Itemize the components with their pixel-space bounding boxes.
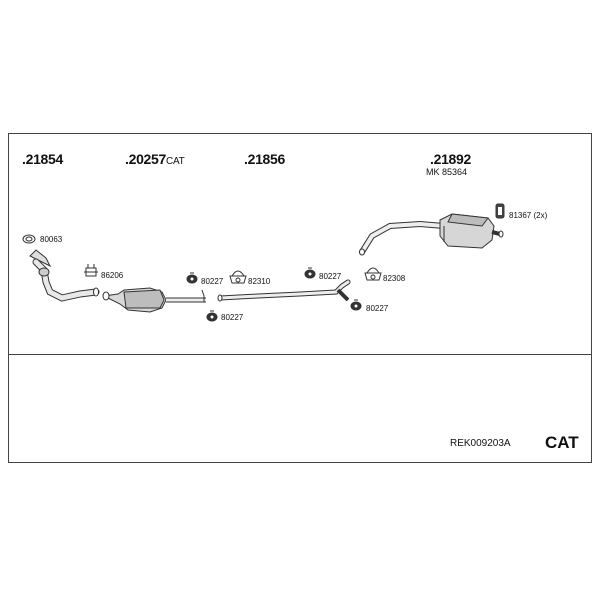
part-label-80227-b: 80227: [221, 313, 244, 322]
group-number-21892: .21892: [430, 151, 472, 167]
rubber-hanger-80227-c-icon: [304, 267, 316, 279]
part-label-80227-c: 80227: [319, 272, 342, 281]
rubber-mount-81367-icon: [495, 203, 505, 219]
clamp-82308-icon: [364, 267, 382, 281]
hanger-bracket: [201, 289, 205, 302]
clamp-82310-icon: [229, 270, 247, 284]
part-label-82310: 82310: [248, 277, 271, 286]
clamp-86206-icon: [84, 264, 98, 277]
front-pipe-21854: [29, 249, 100, 302]
part-label-80227-d: 80227: [366, 304, 389, 313]
rubber-hanger-80227-b-icon: [206, 310, 218, 322]
catalytic-converter-20257: [102, 287, 206, 313]
rubber-hanger-80227-a-icon: [186, 272, 198, 284]
part-label-80063: 80063: [40, 235, 63, 244]
rubber-hanger-80227-d-icon: [350, 299, 362, 311]
group-number-20257: .20257CAT: [125, 151, 185, 167]
rear-silencer-21892: [359, 213, 504, 256]
part-label-80227-a: 80227: [201, 277, 224, 286]
part-label-86206: 86206: [101, 271, 124, 280]
group-number-21854: .21854: [22, 151, 64, 167]
diagram-frame: [8, 133, 592, 463]
footer-divider: [8, 354, 592, 355]
group-number-21856: .21856: [244, 151, 286, 167]
gasket-80063-icon: [22, 234, 36, 244]
part-label-81367: 81367 (2x): [509, 211, 548, 220]
middle-pipe-21856: [217, 279, 351, 302]
part-label-82308: 82308: [383, 274, 406, 283]
cat-tag: CAT: [545, 433, 579, 452]
group-suffix-cat: CAT: [166, 156, 185, 167]
kit-code: REK009203A: [450, 438, 511, 449]
group-subtitle-mk: MK 85364: [426, 167, 468, 177]
